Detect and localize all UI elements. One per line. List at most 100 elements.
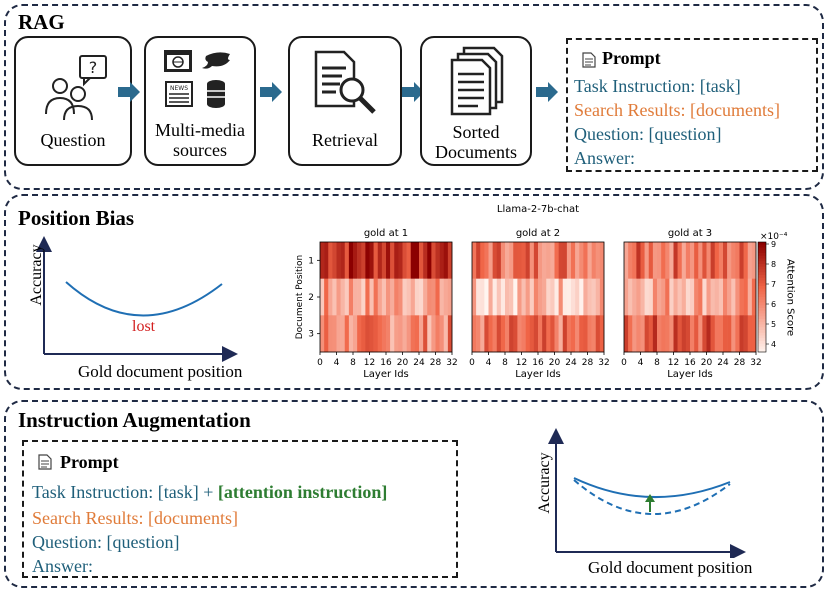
heatmap-cell (348, 242, 354, 279)
heatmap-cell (324, 315, 329, 353)
heatmap-cell (348, 278, 354, 316)
heatmap-cell (566, 242, 572, 279)
heatmap-cell (702, 278, 707, 316)
heatmap-cell (447, 278, 453, 316)
heatmap-cell (673, 278, 678, 316)
heatmap-cell (731, 242, 736, 279)
heatmap-cell (357, 315, 362, 353)
heatmap-cell (488, 278, 493, 316)
rag-panel (4, 4, 824, 190)
heatmap-cell (677, 315, 683, 353)
heatmap-ytick: 3 (308, 330, 314, 340)
heatmap-cell (579, 242, 584, 279)
rag-prompt-answer: Answer: (574, 148, 635, 168)
accuracy-curve (65, 281, 223, 317)
heatmap-cell (509, 315, 514, 353)
heatmap-cell (410, 278, 416, 316)
heatmap-xtick: 28 (430, 358, 442, 368)
heatmap-cell (739, 278, 744, 316)
heatmap-cell (587, 315, 592, 353)
heatmap-cell (632, 315, 637, 353)
heatmap-xtick: 24 (717, 358, 729, 368)
heatmap-cell (340, 315, 346, 353)
heatmap-cell (599, 278, 605, 316)
heatmap-xtick: 12 (364, 358, 375, 368)
heatmap-cell (353, 315, 358, 353)
heatmap-xtick: 4 (638, 358, 644, 368)
heatmap-cell (521, 278, 526, 316)
heatmap-cell (652, 242, 658, 279)
heatmap-cell (743, 278, 749, 316)
heatmap-cell (435, 315, 440, 353)
heatmap-cell (628, 315, 633, 353)
heatmap-cell (361, 242, 366, 279)
question-label: Question (40, 130, 106, 150)
heatmap-cell (665, 278, 670, 316)
heatmap-cell (710, 278, 716, 316)
heatmap-cell (480, 242, 485, 279)
heatmap-cell (636, 315, 641, 353)
heatmap-cell (554, 242, 559, 279)
heatmap-cell (533, 315, 539, 353)
heatmap-cell (731, 278, 736, 316)
heatmap-cell (344, 315, 350, 353)
heatmap-xtick: 32 (750, 358, 761, 368)
heatmap-cell (624, 242, 629, 279)
heatmap-cell (562, 278, 568, 316)
heatmap-xtick: 32 (446, 358, 457, 368)
heatmap-cell (472, 278, 477, 316)
heatmap-cell (657, 278, 662, 316)
heatmap-cell (406, 278, 412, 316)
rag-prompt-search: Search Results: [documents] (574, 100, 780, 120)
heatmap-cell (657, 315, 662, 353)
heatmap-cell (583, 278, 588, 316)
heatmap-cell (340, 278, 346, 316)
heatmap-cell (423, 278, 428, 316)
heatmap-cell (661, 242, 666, 279)
heatmap-cell (727, 315, 732, 353)
heatmap-cell (723, 278, 728, 316)
heatmap-cell (435, 278, 440, 316)
heatmap-xtick: 16 (684, 358, 696, 368)
heatmap-cell (472, 242, 477, 279)
heatmap-ytick: 1 (308, 256, 314, 266)
heatmap-cell (533, 242, 539, 279)
heatmap-cell (340, 242, 346, 279)
heatmap-cell (328, 315, 333, 353)
heatmap-cell (648, 315, 654, 353)
document-icon (38, 454, 52, 470)
heatmap-cell (443, 278, 449, 316)
arrow-right-icon (402, 82, 424, 102)
heatmap-xtick: 12 (668, 358, 679, 368)
heatmap-cell (718, 315, 724, 353)
heatmap-cell (386, 278, 391, 316)
heatmap-cell (402, 315, 407, 353)
heatmap-cell (583, 315, 588, 353)
heatmap-cell (525, 242, 531, 279)
heatmap-cell (348, 315, 354, 353)
heatmap-cell (710, 315, 716, 353)
heatmap-xtick: 0 (469, 358, 475, 368)
heatmap-cell (353, 278, 358, 316)
heatmap-cell (538, 315, 543, 353)
heatmap-cell (723, 242, 728, 279)
position-bias-panel (4, 194, 824, 390)
heatmap-cell (624, 315, 629, 353)
heatmap-cell (529, 278, 535, 316)
heatmap-cell (652, 315, 658, 353)
heatmap-cell (640, 242, 645, 279)
arrow-right-icon (536, 82, 558, 102)
stacked-documents-icon (450, 46, 504, 116)
heatmap-cell (492, 315, 498, 353)
heatmap-cell (595, 278, 601, 316)
heatmap-cell (427, 242, 432, 279)
heatmap-xtick: 20 (549, 358, 561, 368)
heatmap-cell (500, 242, 506, 279)
heatmap-cell (685, 242, 691, 279)
heatmap-cell (571, 242, 576, 279)
heatmap-cell (628, 242, 633, 279)
lost-annotation: lost (132, 318, 156, 335)
heatmap-cell (575, 278, 580, 316)
colorbar-exponent: ×10⁻⁴ (760, 232, 788, 242)
